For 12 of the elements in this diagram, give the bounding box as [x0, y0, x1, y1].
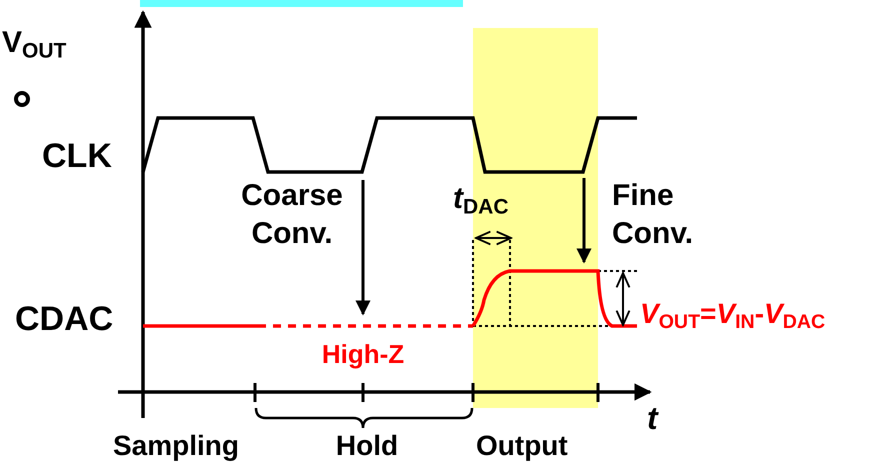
- formula-label: V$_{OUT}$=V$_{IN}$-V$_{DAC}$: [640, 297, 826, 334]
- axis-label: t: [647, 399, 658, 438]
- signal-label: CDAC: [15, 299, 114, 340]
- phase-note: Coarse Conv.: [240, 178, 344, 252]
- phase-label: Sampling: [113, 429, 240, 463]
- phase-note: Fine Conv.: [612, 178, 694, 252]
- state-label: High-Z: [320, 338, 406, 370]
- phase-label: Hold: [334, 429, 400, 463]
- time-label: t$_{DAC}$: [453, 181, 508, 220]
- signal-label: CLK: [42, 136, 112, 177]
- output-label: V$_{OUT}$: [2, 25, 66, 64]
- phase-label: Output: [476, 429, 568, 463]
